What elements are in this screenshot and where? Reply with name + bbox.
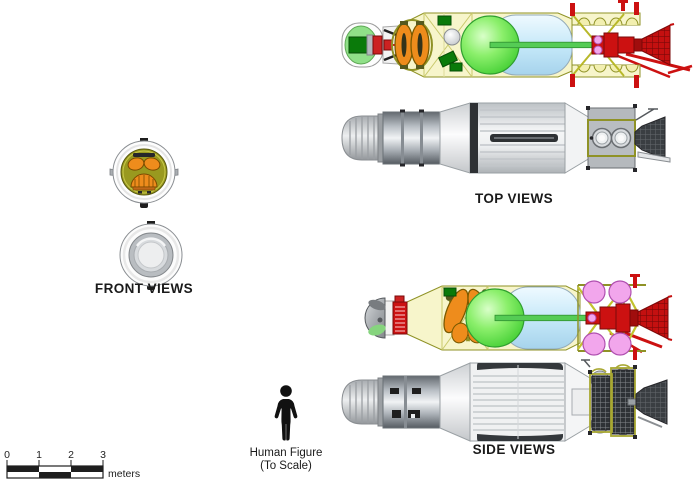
top-view-cutaway-drawing bbox=[341, 0, 693, 88]
engine-nozzle bbox=[641, 23, 675, 67]
main-ribbed-cylinder bbox=[469, 102, 566, 174]
front-tanks-detail bbox=[127, 153, 161, 194]
engine-nozzle bbox=[637, 295, 673, 341]
docking-nose-section bbox=[341, 22, 384, 68]
equipment-bay bbox=[437, 15, 463, 72]
forward-metal-cylinder bbox=[382, 109, 441, 167]
ribbed-nose-cone bbox=[341, 377, 384, 427]
scale-tick-2: 2 bbox=[68, 449, 74, 461]
human-figure-silhouette bbox=[274, 385, 298, 441]
front-view-cutaway-drawing bbox=[109, 138, 179, 208]
side-view-exterior-drawing bbox=[341, 359, 668, 442]
airlock-ladder bbox=[392, 295, 408, 335]
scale-tick-3: 3 bbox=[100, 449, 106, 461]
human-figure-caption: Human Figure (To Scale) bbox=[216, 447, 356, 472]
side-views-label: SIDE VIEWS bbox=[472, 442, 556, 457]
front-view-exterior-drawing bbox=[119, 221, 183, 290]
engine-assembly bbox=[585, 303, 639, 333]
ribbed-nose-cone bbox=[341, 113, 384, 163]
aft-taper bbox=[564, 102, 591, 174]
main-ribbed-cylinder bbox=[469, 362, 566, 442]
top-views-label: TOP VIEWS bbox=[474, 191, 554, 206]
human-figure-caption-line1: Human Figure bbox=[249, 447, 323, 459]
aft-truss-grid bbox=[581, 359, 637, 439]
scale-unit-label: meters bbox=[108, 468, 140, 480]
aft-truss-section bbox=[570, 0, 641, 88]
engine-nozzle bbox=[634, 108, 671, 163]
human-figure-caption-line2: (To Scale) bbox=[260, 459, 312, 472]
propellant-tanks-pair bbox=[391, 19, 433, 71]
front-views-label: FRONT VIEWS bbox=[94, 281, 194, 296]
scale-tick-0: 0 bbox=[4, 449, 10, 461]
scale-tick-marks bbox=[6, 460, 104, 466]
aft-support-struts bbox=[617, 52, 693, 79]
adapter-cone bbox=[439, 362, 471, 442]
forward-metal-cylinder bbox=[382, 375, 441, 429]
adapter-cone bbox=[439, 102, 471, 174]
scale-bar-segment bbox=[39, 472, 71, 478]
scale-bar-segment bbox=[71, 466, 103, 472]
crew-dome bbox=[364, 297, 395, 339]
pressurant-spheres bbox=[582, 280, 632, 356]
scale-bar-segment bbox=[7, 466, 39, 472]
engine-assembly bbox=[591, 32, 643, 58]
scale-tick-1: 1 bbox=[36, 449, 42, 461]
scale-bar: 0 1 2 3 meters bbox=[4, 449, 140, 480]
top-view-exterior-drawing bbox=[341, 102, 671, 174]
side-view-cutaway-drawing bbox=[364, 274, 673, 360]
engine-module-box bbox=[586, 104, 637, 172]
engine-nozzle bbox=[627, 379, 668, 428]
